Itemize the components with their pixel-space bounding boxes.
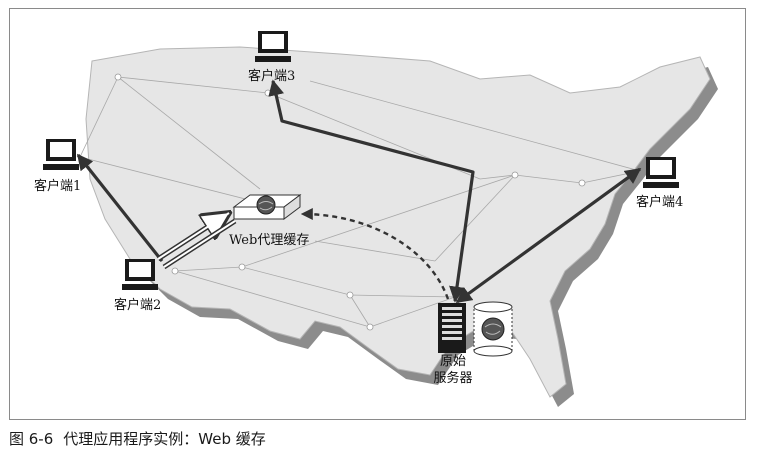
client3-label: 客户端3 [248, 69, 296, 84]
figure-caption: 图 6-6 代理应用程序实例：Web 缓存 [9, 428, 276, 449]
proxy-cache-icon [232, 194, 302, 220]
client3-computer-icon [255, 31, 291, 62]
origin-server-label-line1: 原始 [439, 354, 466, 369]
database-icon [473, 301, 513, 357]
proxy-cache-label: Web代理缓存 [229, 233, 310, 248]
client1-computer-icon [43, 139, 79, 170]
figure-frame: 客户端3 客户端1 客户端2 客户端4 Web代理缓存 原始 服务器 [9, 8, 746, 420]
path-proxy-to-server [300, 208, 450, 300]
figure-number: 图 6-6 [9, 430, 54, 448]
connection-paths [76, 79, 642, 304]
origin-server-icon [438, 303, 466, 353]
client2-computer-icon [122, 259, 158, 290]
client4-computer-icon [643, 157, 679, 188]
client4-label: 客户端4 [636, 195, 684, 210]
origin-server-label-line2: 服务器 [433, 371, 473, 386]
figure-caption-text: 代理应用程序实例：Web 缓存 [63, 430, 266, 448]
diagram-canvas [43, 31, 718, 407]
path-client1-to-client2 [76, 153, 164, 262]
client1-label: 客户端1 [34, 179, 82, 194]
path-client2-to-proxy [156, 213, 237, 270]
path-client4-to-server [455, 167, 642, 304]
client2-label: 客户端2 [114, 298, 162, 313]
